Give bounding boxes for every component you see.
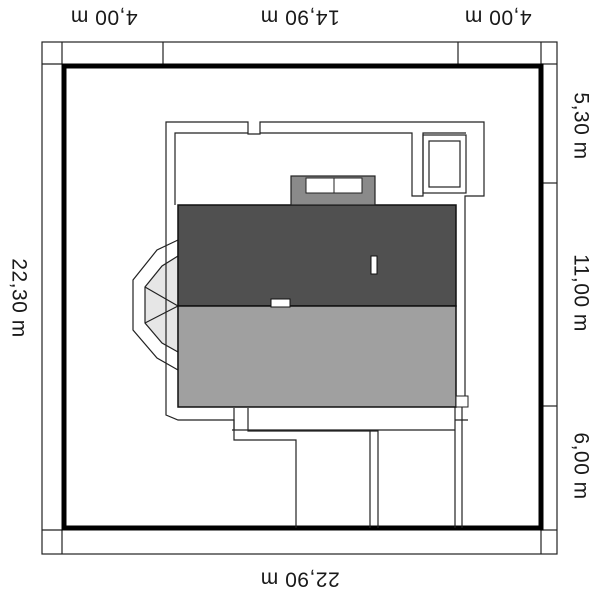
plot-boundary [61,63,544,531]
driveway-outline [233,408,379,528]
bay-window-ridge [144,286,179,307]
bay-window-ridge-2 [144,305,179,324]
terrace-outline [165,121,485,406]
dim-right-top: 5,30 m [569,92,592,159]
dim-top-right: 4,00 m [464,5,531,28]
dim-left: 22,30 m [7,258,30,337]
roof-ridge-chimney [270,298,291,308]
dim-bottom: 22,90 m [260,567,339,590]
roof-vent [370,255,378,275]
dormer-window-right [333,177,363,194]
dim-top-center: 14,90 m [260,5,339,28]
outbuilding-square [422,134,467,194]
side-extension-outline [165,205,235,430]
outer-dimension-frame [41,41,558,555]
outbuilding-square-inner [428,140,461,188]
walkway-outline [232,406,468,528]
dormer-window-left [305,177,335,194]
roof-dark-slope [177,204,457,307]
dim-right-bottom: 6,00 m [569,432,592,499]
terrace-inner-outline [174,132,466,205]
dim-right-middle: 11,00 m [569,254,592,332]
roof-light-slope [177,305,457,408]
entrance-step [455,395,469,408]
dim-top-left: 4,00 m [70,5,137,28]
